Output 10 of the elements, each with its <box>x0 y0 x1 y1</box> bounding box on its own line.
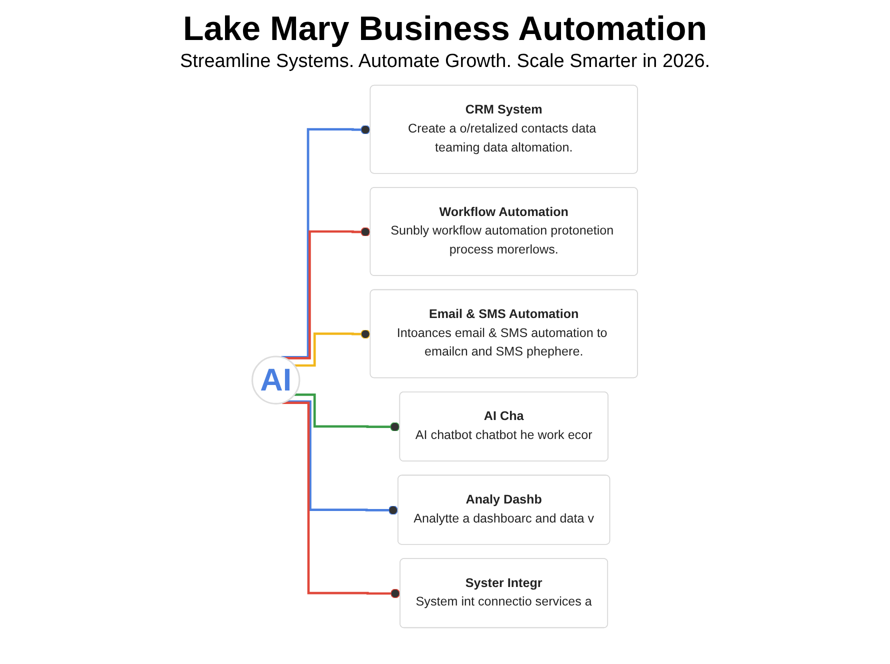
subtitle: Streamline Systems. Automate Growth. Scale Smarter in 2026. <box>178 51 712 73</box>
connector <box>281 124 371 358</box>
connector <box>284 227 371 360</box>
connector <box>282 402 401 598</box>
connector <box>294 393 400 432</box>
flowchart: AI CRM System Create a o/retalized contacts data teaming data altomation. Workflow Automation Sunbly workflow automation protonetion process morerlows. Email & SMS Automation Intoances email & SMS automation to emailcn and SMS phephere. AI Cha AI chatbot chatbot he work ecor Analy Dashb Analytte a dashboarc and data v Syster Integr System int connectio services a <box>246 79 644 634</box>
node-circle <box>252 356 300 404</box>
title: Lake Mary Business Automation <box>182 10 708 49</box>
connector <box>294 329 371 367</box>
connector <box>286 400 398 515</box>
